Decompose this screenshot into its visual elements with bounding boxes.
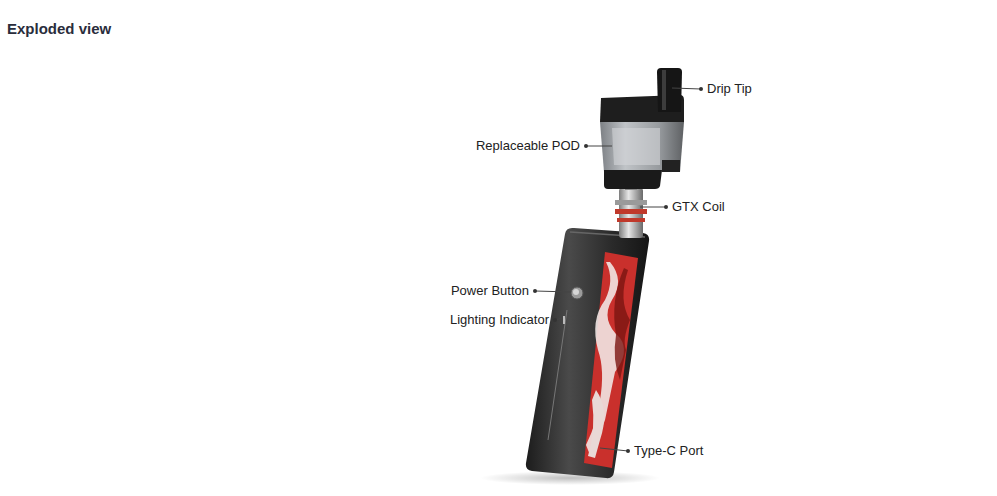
device-body	[526, 228, 649, 478]
leader-line	[600, 448, 628, 451]
resin-panel	[584, 252, 638, 468]
power-button	[571, 287, 583, 299]
leader-line	[640, 207, 666, 208]
drip-tip	[657, 68, 682, 112]
coil-seal	[615, 209, 647, 214]
leader-line	[672, 88, 701, 89]
part-label: Drip Tip	[707, 81, 752, 97]
part-label: GTX Coil	[672, 199, 725, 215]
pod-side	[662, 160, 680, 172]
coil-seal	[617, 218, 645, 222]
pod-window	[600, 122, 684, 172]
leader-line	[535, 291, 571, 292]
leader-dot	[664, 205, 668, 209]
leader-line	[586, 146, 612, 147]
leader-dot	[626, 449, 630, 453]
leader-dot	[533, 289, 537, 293]
resin-swirl	[614, 268, 630, 380]
pod-base	[604, 170, 662, 189]
leader-dot	[699, 87, 703, 91]
coil-ring	[615, 200, 647, 205]
part-label: Power Button	[451, 283, 529, 299]
part-label: Replaceable POD	[476, 138, 580, 154]
leader-dot	[553, 318, 557, 322]
power-button-face	[573, 289, 579, 295]
part-label: Type-C Port	[634, 443, 703, 459]
leader-dot	[584, 144, 588, 148]
pod-reservoir	[612, 128, 660, 165]
drip-tip-highlight	[662, 70, 666, 110]
part-label: Lighting Indicator	[450, 312, 549, 328]
body-marking	[548, 310, 567, 440]
lighting-indicator	[563, 316, 565, 324]
diagram-title: Exploded view	[7, 20, 111, 37]
